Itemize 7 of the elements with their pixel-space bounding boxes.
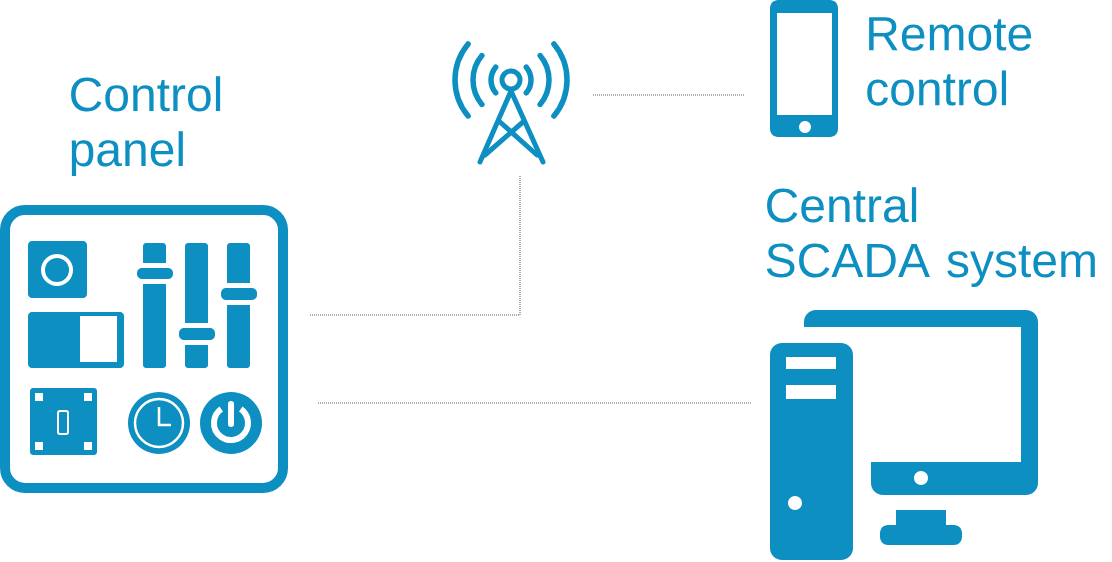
dotted-connector xyxy=(317,402,753,404)
heading: Control panel xyxy=(71,76,221,176)
dotted-connector xyxy=(309,174,521,316)
dotted-connector xyxy=(592,94,746,96)
radio-tower-drawing xyxy=(452,41,570,165)
heading: Remote control xyxy=(867,17,1032,106)
heading: Central SCADA system xyxy=(766,187,1095,287)
